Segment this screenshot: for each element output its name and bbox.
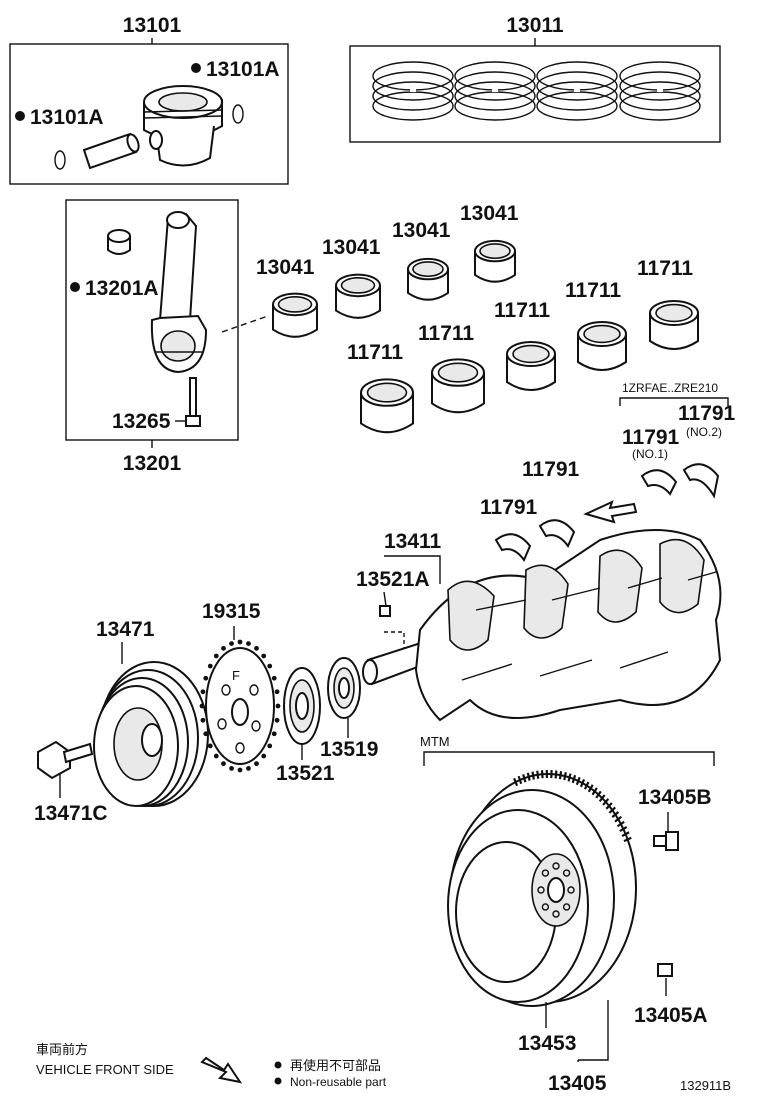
timing-plate-icon: F bbox=[199, 639, 281, 773]
label-thrust-washer-1[interactable]: 11791 bbox=[522, 458, 580, 481]
label-thrust-washer-2[interactable]: 11791 bbox=[480, 496, 538, 519]
label-main-bearing-1[interactable]: 11711 bbox=[347, 341, 403, 364]
label-engine-variant: 1ZRFAE..ZRE210 bbox=[622, 381, 718, 395]
legend-nonreuse-jp: 再使用不可部品 bbox=[290, 1058, 381, 1073]
crankshaft-group: 13411 13521A bbox=[356, 529, 722, 722]
bushing-icon bbox=[107, 229, 131, 255]
label-pin-clip-2[interactable]: 13101A bbox=[30, 106, 104, 129]
filled-dot-icon bbox=[274, 1077, 282, 1085]
piston-ring-icon bbox=[372, 61, 454, 121]
label-main-bearing-3[interactable]: 11711 bbox=[494, 299, 550, 322]
label-main-bearing-5[interactable]: 11711 bbox=[637, 257, 693, 280]
piston-ring-icon bbox=[536, 61, 618, 121]
bearing-shell-icon bbox=[407, 257, 449, 301]
label-main-bearing-2[interactable]: 11711 bbox=[418, 322, 474, 345]
label-pin-clip-1[interactable]: 13101A bbox=[206, 58, 280, 81]
label-mtm: MTM bbox=[420, 734, 450, 749]
label-bearing-3[interactable]: 13041 bbox=[392, 219, 451, 242]
flywheel-icon bbox=[447, 773, 637, 1007]
label-flywheel-bolt-b[interactable]: 13405B bbox=[638, 786, 712, 809]
bearing-shell-icon bbox=[474, 239, 516, 283]
label-bearing-1[interactable]: 13041 bbox=[256, 256, 315, 279]
ring-set-box bbox=[349, 45, 721, 143]
clip-icon bbox=[232, 104, 244, 124]
label-flywheel-bolt-a[interactable]: 13405A bbox=[634, 1004, 708, 1027]
piston-pin-icon bbox=[82, 132, 140, 170]
label-crank-key[interactable]: 13521A bbox=[356, 568, 430, 591]
direction-arrow-icon bbox=[583, 500, 638, 524]
bearing-shell-icon bbox=[649, 300, 699, 350]
piston-box bbox=[9, 43, 289, 185]
label-no1: (NO.1) bbox=[632, 447, 668, 461]
label-timing-plate[interactable]: 19315 bbox=[202, 600, 261, 623]
sprocket-group: 13521 13519 bbox=[276, 657, 378, 785]
legend: 車両前方 VEHICLE FRONT SIDE 再使用不可部品 Non-reus… bbox=[36, 1042, 731, 1093]
clip-icon bbox=[54, 150, 66, 170]
bearing-shell-icon bbox=[360, 378, 414, 434]
label-piston[interactable]: 13101 bbox=[123, 14, 182, 37]
piston-icon bbox=[143, 85, 223, 167]
label-sprocket[interactable]: 13521 bbox=[276, 762, 335, 785]
crank-pulley-icon bbox=[93, 661, 209, 807]
conrod-bolt-icon bbox=[185, 377, 201, 427]
bearing-shell-icon bbox=[431, 358, 485, 414]
legend-nonreuse-en: Non-reusable part bbox=[290, 1075, 387, 1089]
ring-gear-icon bbox=[513, 769, 632, 843]
thrust-washer-icon bbox=[640, 469, 678, 496]
bearing-shell-icon bbox=[506, 341, 556, 391]
legend-front-jp: 車両前方 bbox=[36, 1042, 88, 1057]
piston-ring-icon bbox=[619, 61, 701, 121]
label-flywheel[interactable]: 13405 bbox=[548, 1072, 607, 1095]
bearings-group: 13041 13041 13041 13041 11711 11711 1171… bbox=[221, 202, 699, 434]
nonreuse-dot-icon bbox=[70, 282, 80, 292]
conrod-group: 13201 13201A 13265 bbox=[65, 199, 239, 475]
ring-set-group: 13011 bbox=[349, 14, 721, 143]
flywheel-group: MTM 13405B 13405A 13453 13405 bbox=[420, 734, 715, 1095]
bearing-shell-icon bbox=[577, 321, 627, 371]
nonreuse-dot-icon bbox=[191, 63, 201, 73]
diagram-number: 132911B bbox=[680, 1078, 731, 1093]
label-conrod-assy[interactable]: 13201 bbox=[123, 452, 182, 475]
bearing-shell-icon bbox=[335, 273, 381, 319]
label-ring-gear[interactable]: 13453 bbox=[518, 1032, 576, 1055]
bearing-shell-icon bbox=[272, 292, 318, 338]
thrust-washer-icon bbox=[682, 463, 720, 499]
flywheel-bolt-b-icon bbox=[653, 831, 679, 851]
flywheel-bolt-a-icon bbox=[657, 963, 673, 977]
label-thrust-washer-no1[interactable]: 11791 bbox=[622, 426, 680, 449]
pulley-bolt-icon bbox=[37, 740, 94, 780]
timing-plate-group: 19315 F bbox=[199, 600, 281, 773]
label-bearing-4[interactable]: 13041 bbox=[460, 202, 519, 225]
pulley-group: 13471 13471C bbox=[34, 618, 209, 825]
conrod-icon bbox=[150, 211, 208, 374]
sprocket-2-icon bbox=[327, 657, 361, 719]
label-thrust-washer-no2[interactable]: 11791 bbox=[678, 402, 736, 425]
filled-dot-icon bbox=[274, 1061, 282, 1069]
label-bearing-2[interactable]: 13041 bbox=[322, 236, 381, 259]
label-conrod-bushing[interactable]: 13201A bbox=[85, 277, 159, 300]
key-icon bbox=[379, 605, 391, 617]
label-pulley[interactable]: 13471 bbox=[96, 618, 155, 641]
thrust-washer-icon bbox=[538, 519, 576, 549]
nonreuse-dot-icon bbox=[15, 111, 25, 121]
label-conrod-bolt[interactable]: 13265 bbox=[112, 410, 171, 433]
label-ring-set[interactable]: 13011 bbox=[506, 14, 564, 37]
label-main-bearing-4[interactable]: 11711 bbox=[565, 279, 621, 302]
front-arrow-icon bbox=[200, 1056, 243, 1084]
timing-mark: F bbox=[232, 668, 240, 683]
piston-ring-icon bbox=[454, 61, 536, 121]
label-crankshaft[interactable]: 13411 bbox=[384, 530, 442, 553]
piston-group: 13101 13101A 13101A bbox=[9, 14, 289, 185]
sprocket-icon bbox=[283, 667, 321, 745]
legend-front-en: VEHICLE FRONT SIDE bbox=[36, 1062, 174, 1077]
crankshaft-icon bbox=[362, 529, 722, 722]
label-pulley-bolt[interactable]: 13471C bbox=[34, 802, 108, 825]
label-no2: (NO.2) bbox=[686, 425, 722, 439]
thrust-washer-group: 1ZRFAE..ZRE210 11791 (NO.2) 11791 (NO.1)… bbox=[480, 381, 736, 563]
thrust-washer-icon bbox=[494, 533, 532, 563]
label-sprocket-2[interactable]: 13519 bbox=[320, 738, 378, 761]
